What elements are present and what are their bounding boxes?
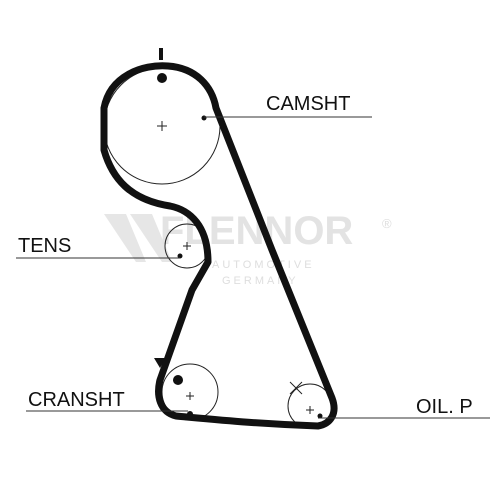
watermark-logo-mark-2 — [130, 214, 172, 262]
camshaft-timing-dot — [157, 73, 167, 83]
crankshaft-timing-dot — [173, 375, 183, 385]
watermark-registered: ® — [382, 216, 392, 231]
camshaft-bolt-dot — [201, 115, 207, 121]
tensioner-label: TENS — [18, 235, 71, 257]
watermark-line-1: AUTOMOTIVE — [212, 259, 315, 271]
oil-pump-label: OIL. P — [416, 396, 473, 418]
camshaft-label: CAMSHT — [266, 93, 350, 115]
timing-belt — [100, 62, 338, 430]
crankshaft-timing-arrow — [154, 358, 166, 368]
crankshaft-label: CRANSHT — [28, 389, 125, 411]
watermark-line-2: GERMANY — [222, 275, 299, 287]
watermark-logo-mark — [104, 214, 146, 262]
oil-pump-bolt-dot — [317, 413, 323, 419]
tensioner-bolt-dot — [177, 253, 183, 259]
oil-pump-x-mark-b — [289, 381, 303, 395]
brand-watermark: FLENNOR ® AUTOMOTIVE GERMANY — [104, 209, 392, 287]
